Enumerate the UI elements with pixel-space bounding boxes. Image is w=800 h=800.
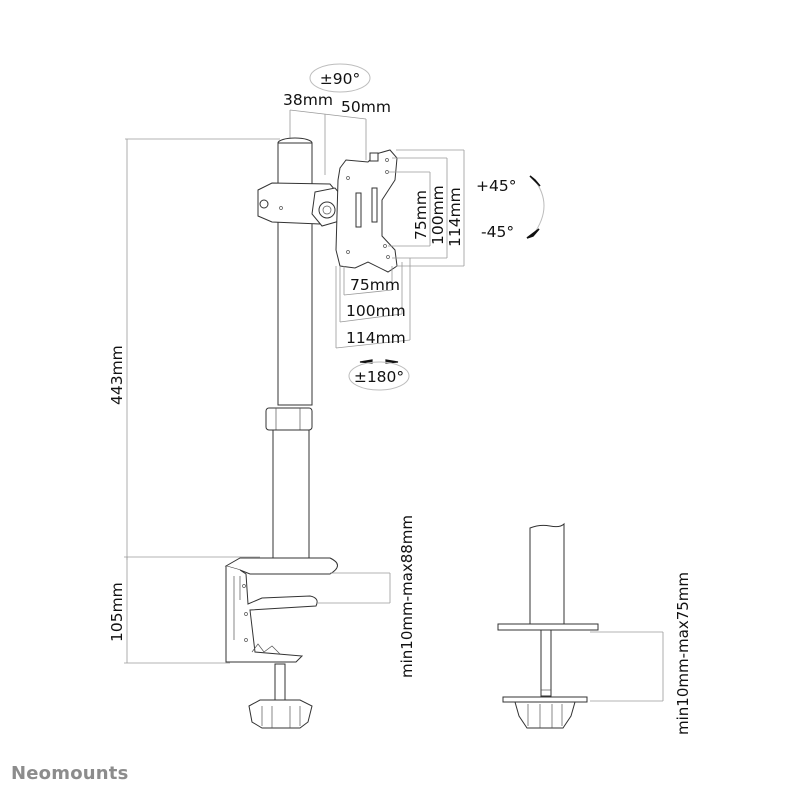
grommet-mount [497,522,599,729]
tilt-head [257,182,346,227]
vesa-horizontal-dimensions: 75mm 100mm 114mm [335,258,411,349]
rotation-90-label: ±90° [320,70,360,88]
brand-logo: Neomounts [11,763,129,784]
tilt-up-label: +45° [476,177,516,195]
vesa-vertical-75-label: 75mm [412,190,430,240]
swivel-annotation: ±180° [348,359,410,391]
vesa-horizontal-100-label: 100mm [346,302,406,320]
vesa-horizontal-75-label: 75mm [350,276,400,294]
rotation-90-annotation: ±90° [309,63,371,93]
desk-clamp [224,557,338,729]
grommet-desk-thickness-label: min10mm-max75mm [674,572,692,735]
tilt-down-arrow-icon [526,228,540,239]
arm-offset-50-label: 50mm [341,98,391,116]
vesa-vertical-114-label: 114mm [446,187,464,247]
vesa-vertical-dimensions: 75mm 100mm 114mm [388,149,465,267]
clamp-desk-thickness-label: min10mm-max88mm [398,515,416,678]
arm-offset-38-label: 38mm [283,91,333,109]
pole-height-label: 443mm [108,345,126,405]
tilt-annotation: +45° -45° [476,175,545,241]
vesa-vertical-100-label: 100mm [429,185,447,245]
vesa-plate [335,149,398,273]
tilt-up-arrow-icon [529,175,541,187]
tilt-down-label: -45° [481,223,514,241]
clamp-height-label: 105mm [108,582,126,642]
swivel-label: ±180° [354,368,404,386]
vesa-horizontal-114-label: 114mm [346,329,406,347]
